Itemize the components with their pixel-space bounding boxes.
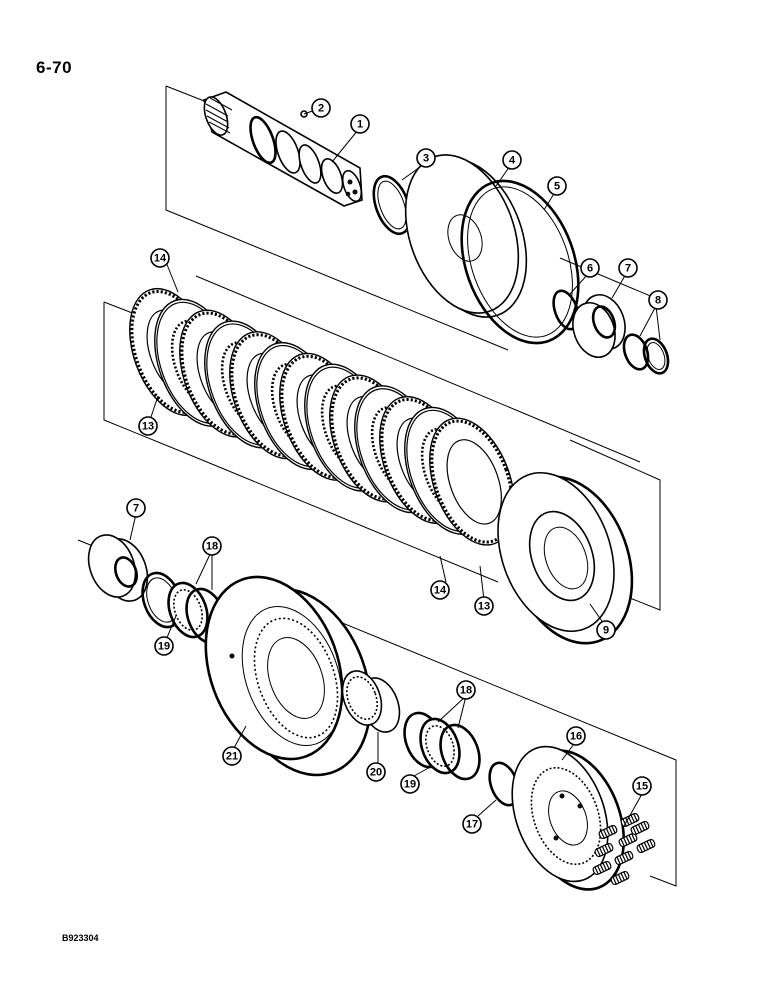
- return-spring: [618, 832, 638, 848]
- needle-bearing: [341, 670, 401, 733]
- callout-21: 21: [222, 746, 242, 766]
- callout-14: 14: [150, 248, 170, 268]
- callout-13: 13: [474, 596, 494, 616]
- return-spring: [610, 870, 630, 886]
- callout-18: 18: [456, 680, 476, 700]
- callout-number: 1: [357, 119, 363, 131]
- callout-number: 3: [423, 153, 429, 165]
- callout-15: 15: [632, 776, 652, 796]
- callout-1: 1: [350, 114, 370, 134]
- callout-number: 16: [570, 731, 582, 743]
- bearing-7-upper: [572, 294, 626, 358]
- callout-number: 9: [603, 625, 609, 637]
- shaft-spline-end: [203, 96, 233, 136]
- callout-7: 7: [618, 258, 638, 278]
- callout-14: 14: [430, 580, 450, 600]
- callout-16: 16: [566, 726, 586, 746]
- callout-number: 20: [370, 767, 382, 779]
- callout-labels: 1 2 3 4 5 6 7 8 14 13 7 18 19 14 13 9 21 18 20 19 16 17 15: [126, 98, 668, 834]
- output-shaft: [203, 91, 363, 207]
- callout-number: 6: [587, 263, 593, 275]
- return-spring: [614, 850, 634, 866]
- bearing-7-lower: [87, 534, 149, 602]
- group-frame-clutch-pack: [103, 275, 661, 611]
- thrust-bearing-lower: [403, 711, 481, 781]
- callout-13: 13: [138, 416, 158, 436]
- callout-5: 5: [547, 176, 567, 196]
- clutch-disc-pack: [129, 287, 515, 546]
- callout-number: 15: [636, 781, 648, 793]
- callout-number: 4: [509, 155, 516, 167]
- clutch-piston: [404, 154, 528, 318]
- callout-number: 19: [158, 641, 170, 653]
- callout-number: 19: [404, 779, 416, 791]
- callout-number: 5: [554, 181, 560, 193]
- callout-number: 13: [142, 421, 154, 433]
- callout-number: 7: [133, 503, 139, 515]
- callout-8: 8: [648, 290, 668, 310]
- callout-number: 17: [466, 819, 478, 831]
- callout-2: 2: [311, 98, 331, 118]
- callout-19: 19: [400, 774, 420, 794]
- callout-number: 14: [434, 585, 447, 597]
- callout-3: 3: [416, 148, 436, 168]
- callout-number: 8: [655, 295, 661, 307]
- figure-code: B923304: [62, 933, 99, 943]
- callout-number: 18: [460, 685, 472, 697]
- ring-gear: [204, 575, 372, 777]
- return-spring: [592, 860, 612, 876]
- callout-number: 13: [478, 601, 490, 613]
- return-spring: [630, 820, 650, 836]
- return-springs: [592, 812, 656, 886]
- callout-19: 19: [154, 636, 174, 656]
- callout-4: 4: [502, 150, 522, 170]
- callout-number: 14: [154, 253, 167, 265]
- piston-outer-seal: [460, 179, 580, 345]
- steel-disc: [429, 417, 515, 546]
- return-spring: [598, 824, 618, 840]
- clutch-housing: [497, 471, 634, 645]
- callout-18: 18: [202, 536, 222, 556]
- callout-9: 9: [596, 620, 616, 640]
- seal-rings-8: [622, 333, 670, 375]
- page-number: 6-70: [36, 58, 73, 77]
- callout-number: 21: [226, 751, 238, 763]
- callout-6: 6: [580, 258, 600, 278]
- return-spring: [594, 842, 614, 858]
- leader-lines: [129, 108, 661, 827]
- callout-number: 2: [318, 103, 324, 115]
- callout-7: 7: [126, 498, 146, 518]
- callout-number: 18: [206, 541, 218, 553]
- callout-20: 20: [366, 762, 386, 782]
- callout-number: 7: [625, 263, 631, 275]
- callout-17: 17: [462, 814, 482, 834]
- return-spring: [636, 838, 656, 854]
